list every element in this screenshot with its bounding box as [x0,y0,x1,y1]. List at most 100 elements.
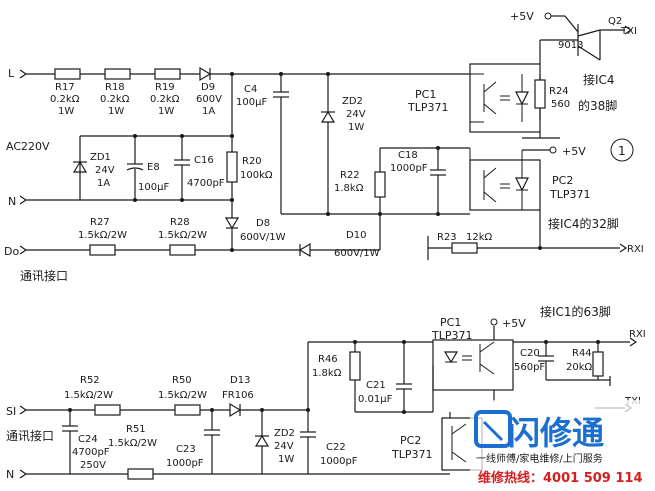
r18-power: 1W [108,106,124,117]
r18-ref: R18 [105,82,125,93]
resistor-r44 [592,351,604,377]
vcc-top-label: +5V [510,10,534,23]
terminal-n [19,195,28,205]
resistor-r27 [89,244,116,256]
vcc-pc2-terminal [549,146,557,154]
resistor-r18 [104,68,131,80]
c18-ref: C18 [398,150,418,161]
optocoupler-pc2-upper [469,159,541,211]
q2-part: 9013 [558,40,583,51]
vcc-lower-label: +5V [502,317,526,330]
zd2-lower-power: 1W [278,454,294,465]
r44-ref: R44 [572,348,592,359]
circle-number-badge [610,138,634,162]
resistor-r24 [534,79,546,109]
zd1-voltage: 24V [95,165,115,176]
brand-logo-mark [474,410,512,448]
watermark: 闪修通 一线师傅/家电维修/上门服务 维修热线：4001 509 114 [470,400,650,488]
zd2-lower-ref: ZD2 [274,428,295,439]
zd2-lower-voltage: 24V [274,441,294,452]
c21-ref: C21 [366,380,386,391]
r24-value: 560 [551,99,570,110]
zener-zd2-lower [254,434,270,447]
r19-value: 0.2kΩ [150,94,180,105]
c4-ref: C4 [244,84,257,95]
node-do-label: Do [4,245,19,258]
r51-value: 1.5kΩ/2W [108,438,157,449]
terminal-l [19,69,28,79]
resistor-r22 [374,171,386,198]
pc1-upper-ref: PC1 [415,88,436,101]
terminal-do [19,245,28,255]
terminal-si [19,405,28,415]
resistor-r17 [54,68,81,80]
d10-rating: 600V/1W [334,248,380,259]
pc1-upper-part: TLP371 [407,101,448,114]
c18-value: 1000pF [390,163,428,174]
c4-value: 100μF [236,97,267,108]
r51-ref: R51 [126,424,146,435]
comm-port-label-lower: 通讯接口 [6,428,54,443]
capacitor-e8 [126,167,144,171]
r17-power: 1W [58,106,74,117]
r20-value: 100kΩ [240,170,273,181]
vcc-lower-terminal [490,318,498,326]
txi-terminal-upper [624,25,633,35]
hotline-number: 维修热线：4001 509 114 [478,470,643,486]
rxi-terminal-upper [619,243,628,253]
c22-value: 1000pF [320,456,358,467]
c20-value: 560pF [514,362,545,373]
r23-value: 12kΩ [466,232,493,243]
brand-slogan: 一线师傅/家电维修/上门服务 [476,452,603,465]
zener-zd2-upper [320,110,336,123]
r24-ref: R24 [549,86,569,97]
rxi-terminal-lower [629,337,638,347]
d9-current: 1A [202,106,215,117]
node-si-label: SI [6,405,16,418]
d9-ref: D9 [201,82,215,93]
r23-ref: R23 [437,232,457,243]
node-n-label: N [8,195,16,208]
r22-value: 1.8kΩ [334,183,364,194]
zd2-upper-power: 1W [348,122,364,133]
d8-rating: 600V/1W [240,232,286,243]
resistor-r50 [174,404,201,416]
ic4-pin38-line1: 接IC4 [583,72,615,87]
node-l-label: L [8,67,15,80]
resistor-r19 [154,68,181,80]
e8-ref: E8 [147,162,160,173]
r52-ref: R52 [80,375,100,386]
zener-zd1 [72,160,88,173]
d8-ref: D8 [256,218,270,229]
resistor-r51 [127,468,154,480]
optocoupler-pc1-lower [432,339,514,391]
d9-voltage: 600V [196,94,222,105]
diode-d10 [298,242,311,258]
r46-value: 1.8kΩ [312,368,342,379]
c24-voltage: 250V [80,460,106,471]
pc2-lower-ref: PC2 [400,434,421,447]
zd1-ref: ZD1 [90,152,111,163]
circle-number: 1 [618,144,626,158]
e8-value: 100μF [138,182,169,193]
optocoupler-pc1-upper [469,63,541,133]
vcc-top-terminal [544,12,552,20]
terminal-n-lower [19,469,28,479]
r28-value: 1.5kΩ/2W [158,230,207,241]
d13-part: FR106 [222,390,254,401]
vcc-pc2-label: +5V [562,145,586,158]
c16-ref: C16 [194,155,214,166]
r18-value: 0.2kΩ [100,94,130,105]
pc2-upper-part: TLP371 [549,188,590,201]
comm-port-label-upper: 通讯接口 [20,268,68,283]
r52-value: 1.5kΩ/2W [64,390,113,401]
rxi-label-lower: RXI [629,329,646,340]
upper-circuit: L R17 0.2kΩ 1W R18 0.2kΩ 1W R19 0.2kΩ 1W… [4,10,644,283]
resistor-r28 [169,244,196,256]
c16-value: 4700pF [187,178,225,189]
c24-ref: C24 [78,434,98,445]
zd1-current: 1A [97,178,110,189]
pc1-lower-ref: PC1 [440,316,461,329]
r44-value: 20kΩ [566,362,593,373]
